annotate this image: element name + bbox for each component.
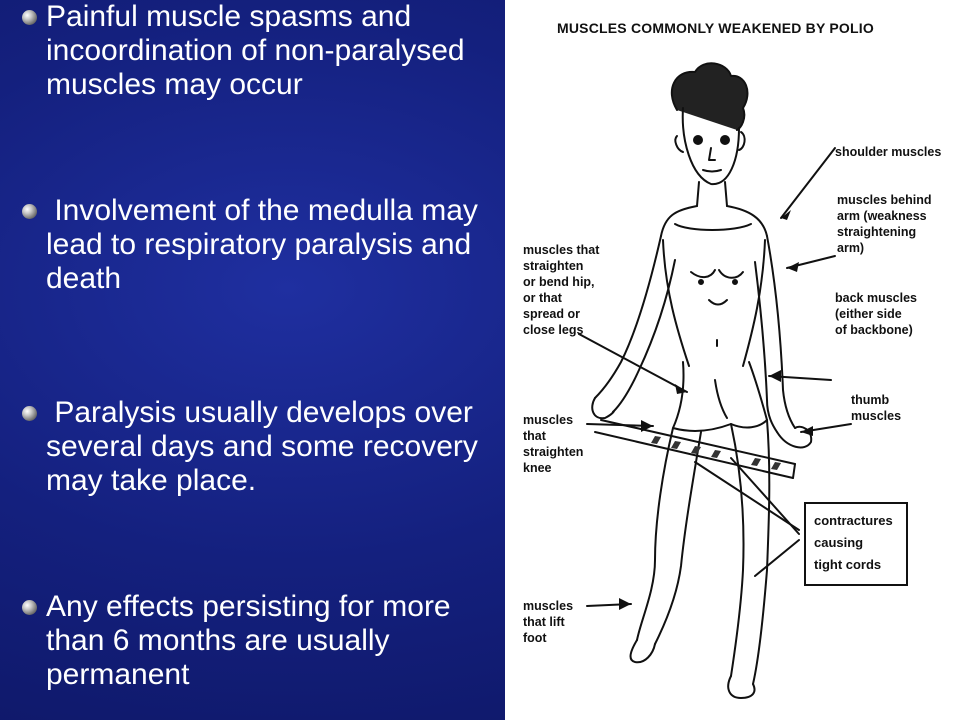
bullet-text: Painful muscle spasms and incoordination… (46, 0, 473, 101)
bullet-text: Paralysis usually develops over several … (46, 396, 487, 497)
label-thumb-muscles: thumb muscles (851, 393, 902, 423)
figure-title: MUSCLES COMMONLY WEAKENED BY POLIO (557, 20, 874, 36)
polio-muscles-illustration: MUSCLES COMMONLY WEAKENED BY POLIO shoul… (505, 0, 960, 720)
label-foot-muscles: muscles that lift foot (523, 599, 574, 645)
body-drawing (578, 62, 852, 699)
bullet-list: Painful muscle spasms and incoordination… (22, 0, 487, 691)
bullet-icon (22, 10, 37, 25)
label-shoulder-muscles: shoulder muscles (835, 145, 942, 159)
label-muscles-behind-arm: muscles behind arm (weakness straighteni… (837, 193, 932, 255)
bullet-icon (22, 204, 37, 219)
bullet-text: Involvement of the medulla may lead to r… (46, 194, 487, 295)
label-knee-muscles: muscles that straighten knee (523, 413, 584, 475)
bullet-text: Any effects persisting for more than 6 m… (46, 590, 459, 691)
bullet-icon (22, 600, 37, 615)
contractures-box: contractures causing tight cords (804, 502, 908, 586)
bullet-icon (22, 406, 37, 421)
label-hip-muscles: muscles that straighten or bend hip, or … (523, 243, 600, 337)
label-back-muscles: back muscles (either side of backbone) (835, 291, 917, 337)
label-contractures: contractures causing tight cords (814, 513, 893, 572)
